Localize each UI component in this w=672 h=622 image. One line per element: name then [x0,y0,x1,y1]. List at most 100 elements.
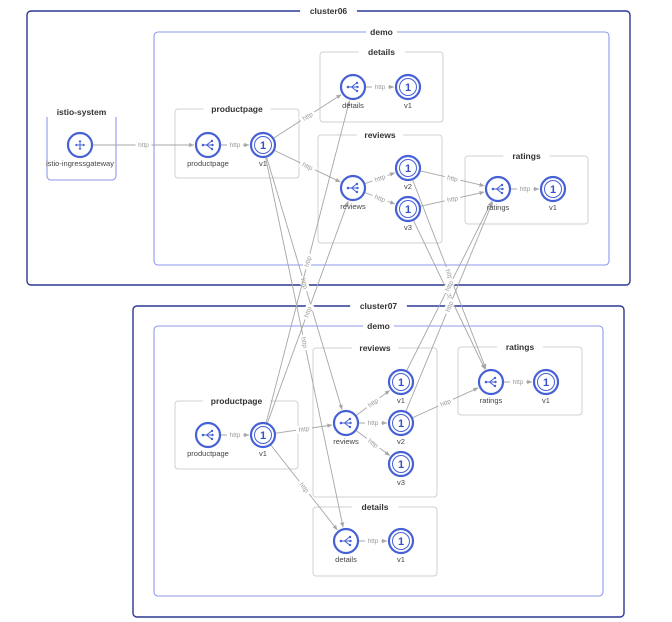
workload-inner-ring [392,373,410,391]
edge-label-backdrop [364,435,382,452]
edge-ppv1_07-rev07[interactable]: http [275,423,333,435]
edge-label-backdrop [301,303,315,321]
edge-label: http [304,255,314,268]
edge-det07-detv1_07[interactable]: http [359,537,387,545]
edge-label-backdrop [298,333,310,352]
title-backdrop [503,151,550,161]
namespace-title: istio-system [57,107,107,117]
service-node-rat06[interactable]: ratings [484,175,512,212]
edge-revv1_07-rat06[interactable]: http [406,201,493,371]
workload-inner-ring [392,455,410,473]
edge-rev07-revv3_07[interactable]: http [356,430,391,456]
edge-revv3_06-rat06[interactable]: http [420,190,485,207]
workload-node-revv3_06[interactable]: 1v3 [394,195,422,232]
node-label: ratings [480,396,503,405]
edge-label-backdrop [364,394,382,411]
cluster-box-cluster06: cluster06 [26,6,631,286]
edge-ppv1_06-rev06[interactable]: http [274,150,341,183]
app-box-c06-details: details [319,47,444,123]
node-label: productpage [187,159,229,168]
edge-revv2_06-rat07[interactable]: http [412,179,487,370]
node-label: v1 [259,159,267,168]
edge-rev06-revv3_06[interactable]: http [364,191,396,205]
title-backdrop [45,107,118,117]
edge-ppv1_07-det07[interactable]: http [270,444,338,531]
service-node-gw[interactable]: istio-ingressgateway [46,131,114,168]
service-node-det07[interactable]: details [332,527,360,564]
service-node-rat07[interactable]: ratings [477,368,505,405]
app-box-c07-ratings: ratings [457,342,583,416]
workload-node-revv3_07[interactable]: 1v3 [387,450,415,487]
workload-inner-ring [399,200,417,218]
title-backdrop [363,321,394,331]
title-backdrop [351,343,399,353]
edge-det06-detv1_06[interactable]: http [366,83,394,91]
edge-rev07-revv1_07[interactable]: http [356,390,391,416]
workload-inner-ring [544,180,562,198]
service-icon [484,376,497,388]
edge-revv3_06-rat07[interactable]: http [413,220,486,370]
edge-label: http [368,538,379,545]
edge-label: http [368,420,379,427]
edge-ppv1_07-rev06[interactable]: http [267,200,349,423]
node-label: v1 [397,396,405,405]
gateway-icon [75,140,85,150]
workload-node-revv1_07[interactable]: 1v1 [387,368,415,405]
workload-node-ratv1_06[interactable]: 1v1 [539,175,567,212]
workload-count-badge: 1 [405,82,411,94]
edge-rat06-ratv1_06[interactable]: http [511,185,539,193]
node-label: v2 [397,437,405,446]
edge-pp06-ppv1_06[interactable]: http [221,141,249,149]
edge-label-backdrop [295,423,313,435]
edge-revv2_07-rat07[interactable]: http [412,387,479,419]
edge-label-backdrop [298,108,317,124]
edge-label-backdrop [510,378,526,386]
app-title: details [368,47,395,57]
edge-ppv1_06-rev07[interactable]: http [266,157,343,410]
service-node-det06[interactable]: details [339,73,367,110]
service-node-pp06[interactable]: productpage [187,131,229,168]
service-icon [339,535,352,547]
edge-rev06-revv2_06[interactable]: http [365,171,395,185]
workload-node-revv2_06[interactable]: 1v2 [394,154,422,191]
edge-label: http [374,174,387,184]
edge-ppv1_07-det06[interactable]: http [265,100,351,423]
app-box-c07-reviews: reviews [312,343,438,498]
title-backdrop [366,27,397,37]
app-title: ratings [512,151,541,161]
node-label: details [335,555,357,564]
service-node-pp07[interactable]: productpage [187,421,229,458]
service-icon [339,417,352,429]
service-icon [346,81,359,93]
node-label: v3 [397,478,405,487]
edge-label: http [445,300,456,313]
edge-label: http [301,161,314,172]
node-label: details [342,101,364,110]
edge-label: http [230,142,241,149]
service-node-rev06[interactable]: reviews [339,174,367,211]
edge-label-backdrop [298,274,311,293]
namespace-box-c06-istio-system: istio-system [45,107,118,181]
edge-label: http [439,398,452,409]
edge-rat07-ratv1_07[interactable]: http [504,378,532,386]
edge-revv2_06-rat06[interactable]: http [420,170,485,187]
edge-revv2_07-rat06[interactable]: http [405,201,494,412]
workload-node-ratv1_07[interactable]: 1v1 [532,368,560,405]
cluster-title: cluster07 [360,301,398,311]
service-node-rev07[interactable]: reviews [332,409,360,446]
workload-node-ppv1_06[interactable]: 1v1 [249,131,277,168]
node-label: v1 [542,396,550,405]
edge-gw-pp06[interactable]: http [93,141,194,149]
edge-label: http [443,289,454,302]
edge-label-backdrop [301,252,314,271]
workload-node-revv2_07[interactable]: 1v2 [387,409,415,446]
edge-rev07-revv2_07[interactable]: http [359,419,387,427]
workload-node-detv1_07[interactable]: 1v1 [387,527,415,564]
edge-pp07-ppv1_07[interactable]: http [221,431,249,439]
edge-ppv1_06-det07[interactable]: http [265,157,345,528]
edge-ppv1_06-det06[interactable]: http [273,94,342,139]
namespace-box-c07-demo: demo [153,321,604,597]
workload-node-detv1_06[interactable]: 1v1 [394,73,422,110]
workload-node-ppv1_07[interactable]: 1v1 [249,421,277,458]
